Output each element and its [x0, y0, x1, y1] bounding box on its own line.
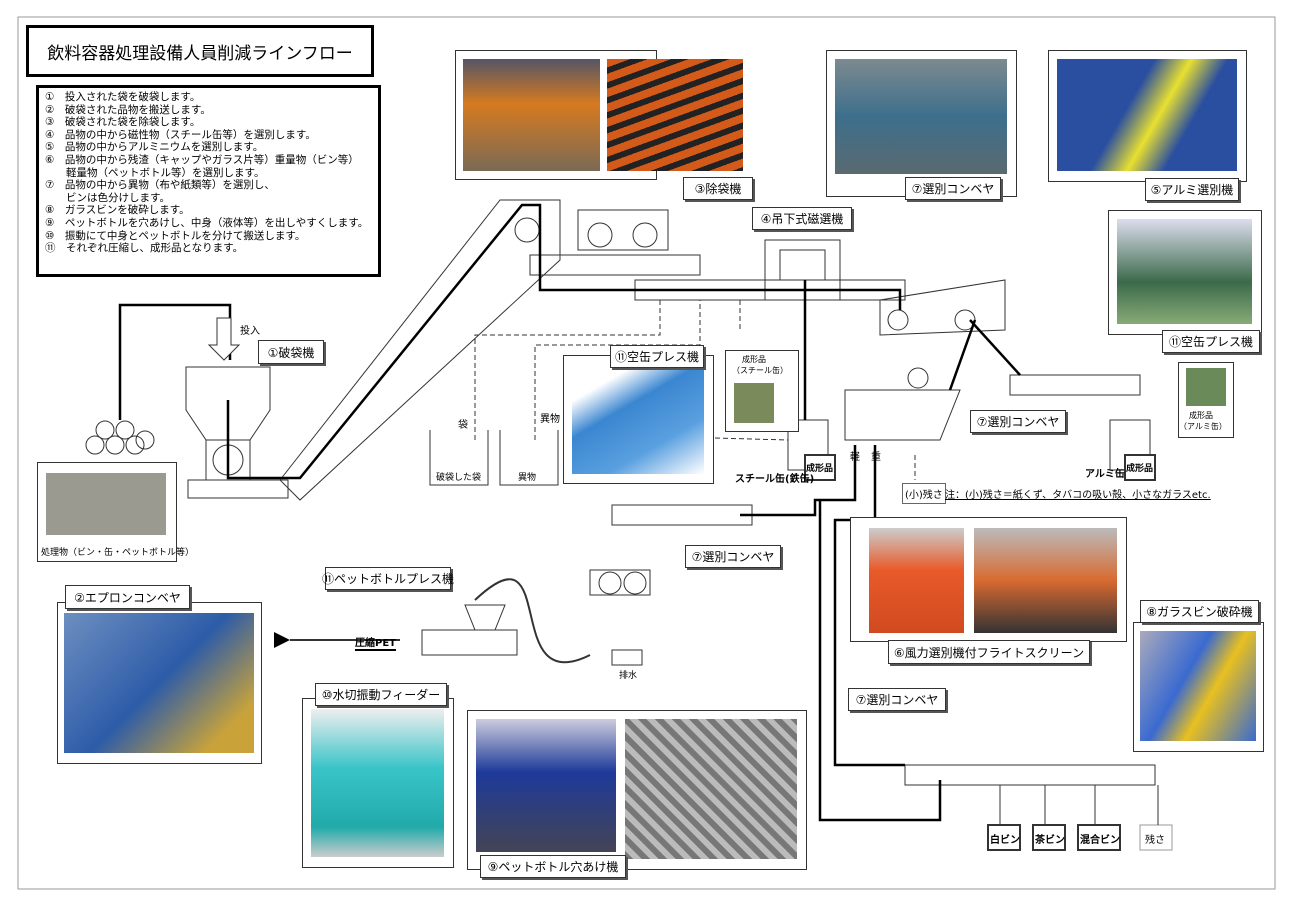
legend-item: ⑩ 振動にて中身とペットボトルを分けて搬送します。 — [45, 229, 306, 242]
legend-item: ⑧ ガラスビンを破砕します。 — [45, 204, 190, 217]
can-press-photo-middle — [563, 355, 714, 484]
alu-separator-photo — [1048, 50, 1247, 182]
bag-pile-icon — [85, 420, 155, 455]
legend: ① 投入された袋を破袋します。② 破袋された品物を搬送します。③ 破袋された袋を… — [36, 85, 381, 277]
page-border — [17, 16, 1276, 890]
output-mixed-bottle: 混合ビン — [1080, 835, 1120, 846]
text-compressed-pet: 圧縮PET — [355, 634, 396, 651]
raw-material-photo: 処理物（ビン・缶・ペットボトル等） — [37, 462, 194, 562]
bin-foreign: 異物 — [518, 473, 537, 483]
legend-item: ④ 品物の中から磁性物（スチール缶等）を選別します。 — [45, 128, 316, 141]
label-sort-conveyor-2: ⑦選別コンベヤ — [970, 410, 1066, 433]
input-arrow-icon — [207, 317, 241, 361]
output-brown-bottle: 茶ビン — [1035, 835, 1065, 846]
label-bag-breaker: ①破袋機 — [258, 340, 324, 364]
bin-broken-bag: 破袋した袋 — [436, 473, 482, 483]
label-sort-conveyor-4: ⑦選別コンベヤ — [848, 688, 946, 711]
label-apron: ②エプロンコンベヤ — [65, 585, 190, 609]
legend-item: ⑨ ペットボトルを穴あけし、中身（液体等）を出しやすくします。 — [45, 216, 369, 229]
text-bag: 袋 — [458, 420, 468, 431]
legend-item: ⑦ 品物の中から異物（布や紙類等）を選別し、 — [45, 179, 275, 192]
alu-product-box: 成形品 — [1126, 464, 1154, 474]
page-title: 飲料容器処理設備人員削減ラインフロー — [26, 25, 374, 77]
debagger-photo — [455, 50, 743, 180]
apron-conveyor-shape — [279, 199, 561, 501]
label-glass-crusher: ⑧ガラスビン破砕機 — [1140, 600, 1259, 623]
feeder-photo — [302, 698, 454, 868]
piercer-photo — [467, 710, 807, 870]
steel-product-photo: 成形品（スチール缶） — [725, 350, 799, 432]
sorting-conveyor-photo — [826, 50, 1017, 197]
text-light: 軽 — [850, 452, 860, 463]
text-drain: 排水 — [619, 671, 638, 681]
text-alu-can: アルミ缶 — [1085, 469, 1125, 480]
text-foreign: 異物 — [540, 414, 560, 425]
text-steel-can: スチール缶(鉄缶) — [735, 474, 815, 485]
label-input: 投入 — [240, 326, 260, 337]
output-residue: 残さ — [1145, 835, 1165, 846]
legend-item: 軽量物（ペットボトル等）を選別します。 — [45, 166, 265, 179]
label-debagger: ③除袋機 — [683, 177, 753, 200]
label-sort-conveyor-1: ⑦選別コンベヤ — [905, 177, 1001, 200]
note-text: 注：(小)残さ＝紙くず、タバコの吸い殻、小さなガラスetc. — [945, 490, 1211, 501]
legend-item: ⑥ 品物の中から残渣（キャップやガラス片等）重量物（ビン等） — [45, 153, 359, 166]
label-feeder: ⑩水切振動フィーダー — [315, 683, 447, 706]
legend-item: ① 投入された袋を破袋します。 — [45, 91, 201, 103]
label-magnet: ④吊下式磁選機 — [752, 207, 852, 230]
alu-product-photo: 成形品（アルミ缶） — [1178, 362, 1234, 438]
can-press-photo-right — [1108, 210, 1262, 335]
wind-screen-photo — [850, 517, 1127, 642]
label-wind-screen: ⑥風力選別機付フライトスクリーン — [888, 640, 1090, 664]
legend-item: ⑤ 品物の中からアルミニウムを選別します。 — [45, 141, 264, 154]
legend-item: ③ 破袋された袋を除袋します。 — [45, 116, 201, 129]
label-sort-conveyor-3: ⑦選別コンベヤ — [685, 545, 781, 568]
small-residue-box: (小)残さ — [902, 483, 946, 504]
text-heavy: 重 — [871, 452, 881, 463]
apron-conveyor-photo — [57, 602, 262, 764]
glass-crusher-photo — [1133, 622, 1264, 752]
legend-item: ⑪ それぞれ圧縮し、成形品となります。 — [45, 242, 244, 255]
label-pet-press: ⑪ペットボトルプレス機 — [322, 567, 454, 590]
label-can-press-right: ⑪空缶プレス機 — [1162, 330, 1260, 353]
output-white-bottle: 白ビン — [990, 835, 1020, 846]
steel-product-box: 成形品 — [806, 464, 834, 474]
label-alu-separator: ⑤アルミ選別機 — [1145, 178, 1239, 201]
legend-item: ② 破袋された品物を搬送します。 — [45, 103, 211, 116]
legend-item: ビンは色分けします。 — [45, 191, 170, 204]
label-piercer: ⑨ペットボトル穴あけ機 — [480, 855, 626, 878]
label-can-press-middle: ⑪空缶プレス機 — [610, 345, 704, 368]
